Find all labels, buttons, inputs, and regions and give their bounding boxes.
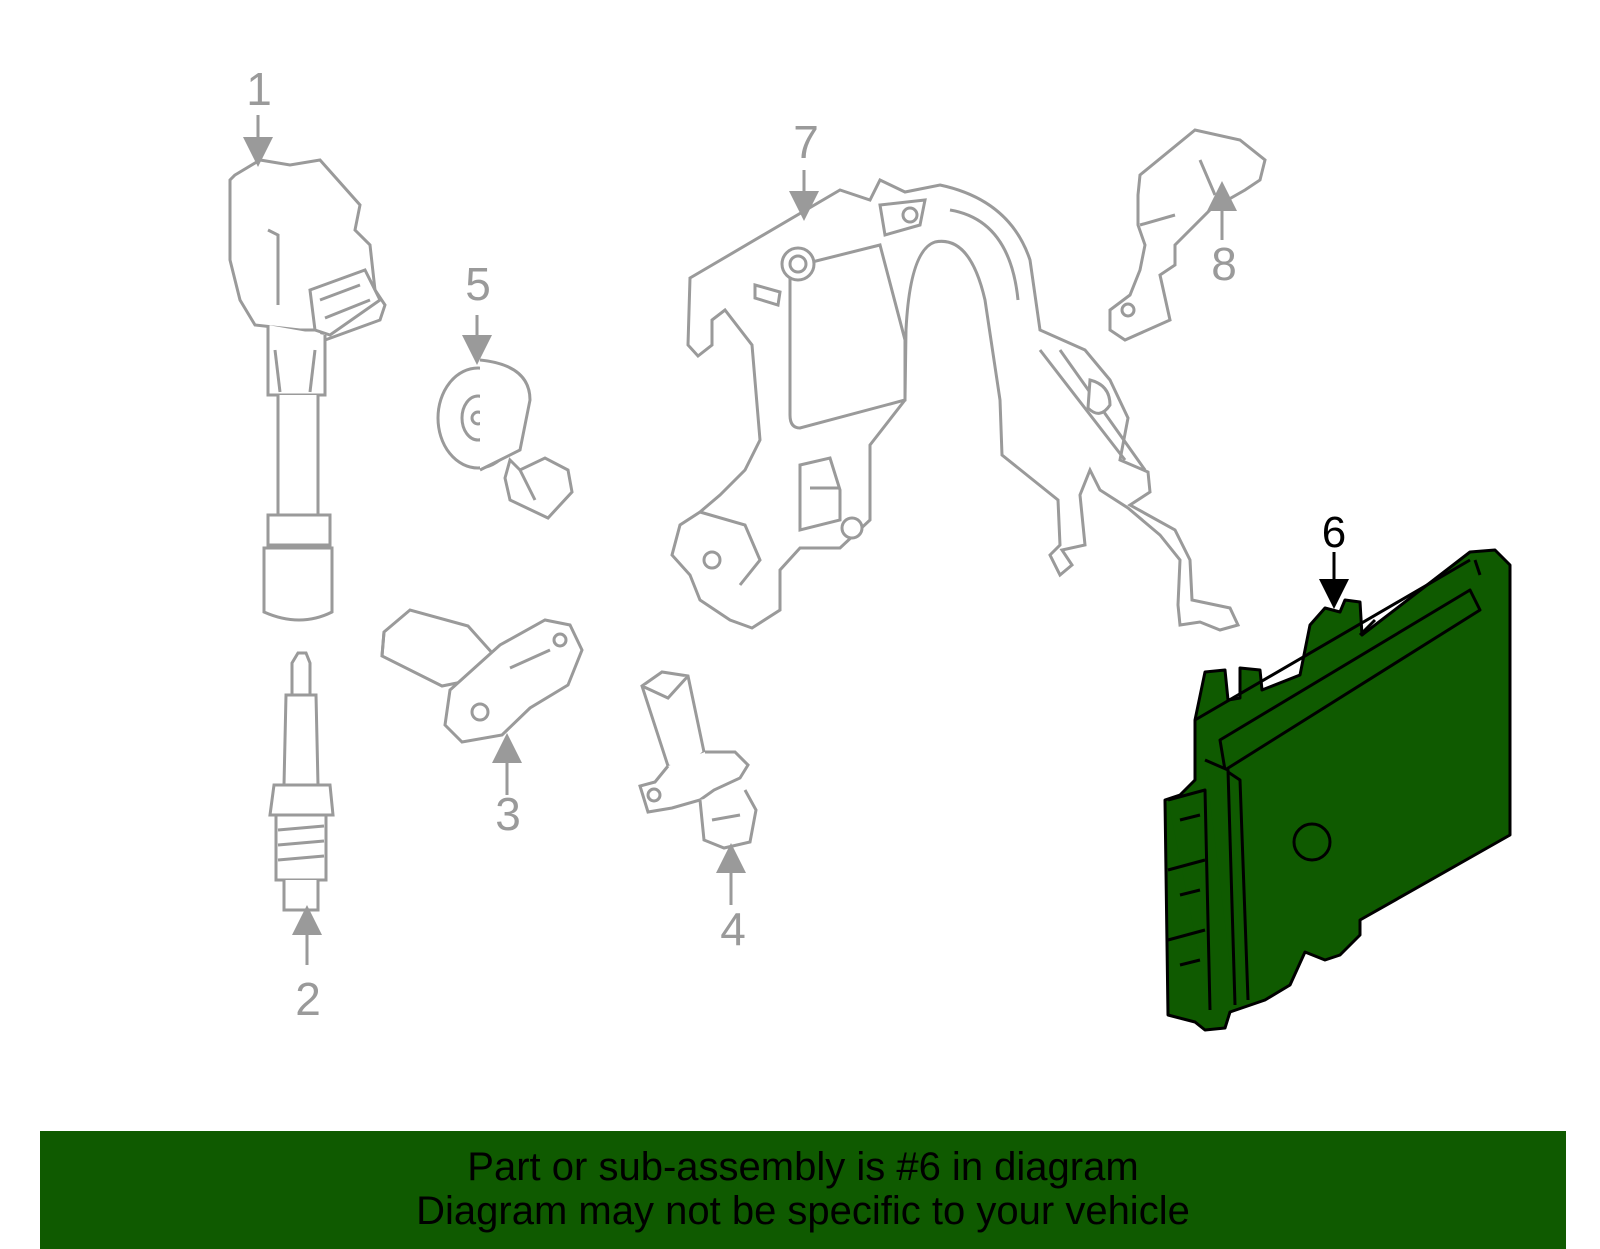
callout-arrows: [243, 115, 1349, 965]
callout-2: 2: [295, 973, 321, 1025]
bracket-part: [670, 178, 1241, 632]
parts-diagram: 1 2 3 4 5 6 7 8: [228, 63, 1512, 1032]
caption-line-2: Diagram may not be specific to your vehi…: [416, 1189, 1190, 1233]
engine-control-module-part: [1163, 548, 1512, 1032]
small-bracket-part: [1108, 128, 1267, 342]
knock-sensor-part: [436, 358, 574, 520]
caption-banner: Part or sub-assembly is #6 in diagram Di…: [40, 1131, 1566, 1249]
cam-sensor-part: [380, 608, 584, 744]
callout-1: 1: [246, 63, 272, 115]
callout-3: 3: [495, 788, 521, 840]
ignition-coil-part: [228, 158, 387, 622]
callout-5: 5: [465, 258, 491, 310]
callout-6: 6: [1322, 508, 1346, 557]
callout-7: 7: [793, 116, 819, 168]
callout-4: 4: [720, 903, 746, 955]
spark-plug-part: [268, 651, 335, 912]
caption-line-1: Part or sub-assembly is #6 in diagram: [467, 1145, 1139, 1189]
crank-sensor-part: [638, 670, 758, 850]
callout-8: 8: [1211, 238, 1237, 290]
